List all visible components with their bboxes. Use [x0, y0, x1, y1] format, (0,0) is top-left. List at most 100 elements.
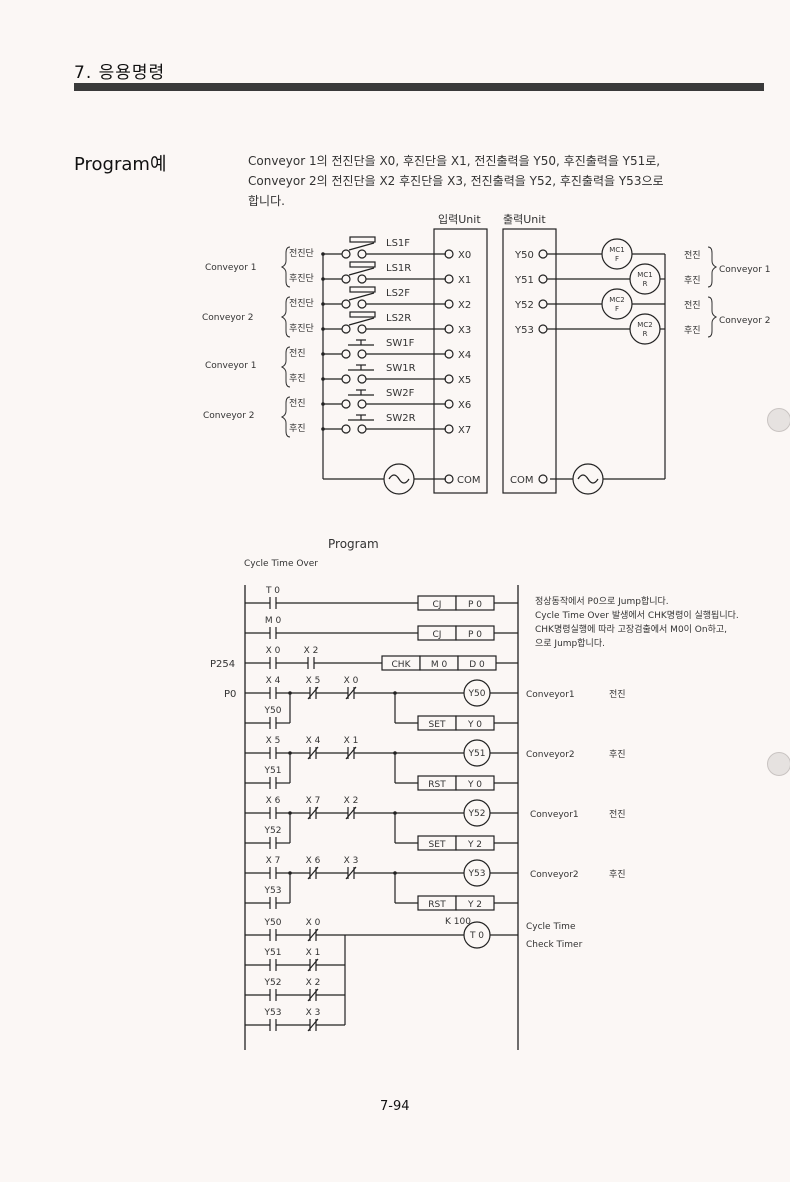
switch-contact — [357, 399, 367, 409]
contactor-coil — [629, 313, 661, 345]
contact-label: X 4 — [266, 676, 281, 686]
set-reset-instruction: SET — [429, 840, 446, 850]
contact-slash — [307, 928, 319, 942]
ladder-note-4: 으로 Jump합니다. — [535, 638, 605, 649]
junction-dot — [393, 751, 397, 755]
no-contact: X 7 — [266, 856, 281, 879]
contact-label: X 0 — [306, 918, 321, 928]
contact-label: X 0 — [266, 646, 281, 656]
contact-label: T 0 — [265, 586, 280, 596]
no-contact: Y52 — [264, 978, 281, 1001]
switch-contact — [357, 349, 367, 359]
contact-label: X 1 — [344, 736, 359, 746]
switch-contact — [357, 249, 367, 259]
output-com-label: COM — [510, 475, 533, 486]
contact-label: Y51 — [264, 766, 282, 776]
input-terminal-label: X2 — [458, 300, 471, 311]
output-terminal — [538, 324, 548, 334]
junction-dot — [393, 691, 397, 695]
nc-contact: X 6 — [306, 856, 321, 880]
contact-label: Y53 — [264, 886, 282, 896]
coil-note-1-action: 전진 — [609, 689, 626, 700]
input-terminal — [444, 274, 454, 284]
set-reset-operand: Y 0 — [467, 780, 482, 790]
coil-note-4-action: 후진 — [609, 869, 626, 880]
coil-name: MC2 — [609, 296, 624, 304]
switch-contact — [341, 324, 351, 334]
output-terminal-label: Y51 — [514, 275, 534, 286]
contact-slash — [307, 988, 319, 1002]
switch-device-label: SW1R — [386, 363, 416, 374]
coil-note-3-action: 전진 — [609, 809, 626, 820]
input-com-label: COM — [457, 475, 480, 486]
input-terminal-label: X1 — [458, 275, 471, 286]
set-reset-instruction: RST — [428, 900, 446, 910]
junction-dot — [321, 327, 325, 331]
input-unit-label: 입력Unit — [438, 213, 481, 226]
output-terminal — [538, 249, 548, 259]
group-label-2: Conveyor 2 — [202, 313, 253, 323]
switch-contact — [341, 399, 351, 409]
junction-dot — [321, 377, 325, 381]
switch-contact — [341, 349, 351, 359]
nc-contact: X 0 — [306, 918, 321, 942]
ladder-note-3: CHK명령실행에 따라 고장검출에서 M0이 On하고, — [535, 623, 727, 635]
switch-blade — [348, 292, 375, 301]
contact-label: M 0 — [265, 616, 282, 626]
input-unit-box — [433, 228, 488, 494]
ac-source-output — [572, 463, 604, 495]
ladder-subtitle: Cycle Time Over — [244, 559, 318, 569]
coil-name: MC2 — [637, 321, 652, 329]
output-coil: Y50 — [463, 679, 491, 707]
contact-slash — [345, 806, 357, 820]
contact-label: X 7 — [266, 856, 281, 866]
input-row-label: 전진 — [289, 398, 306, 409]
description-line-2: Conveyor 2의 전진단을 X2 후진단을 X3, 전진출력을 Y52, … — [248, 174, 664, 188]
input-terminal — [444, 424, 454, 434]
contact-label: X 3 — [344, 856, 359, 866]
switch-device-label: LS1F — [386, 238, 410, 249]
output-group-label-1: Conveyor 1 — [719, 265, 770, 275]
no-contact: Y50 — [264, 706, 282, 729]
coil-note-4-name: Conveyor2 — [530, 870, 579, 880]
input-row-label: 후진단 — [289, 323, 314, 334]
chk-instruction: CHK — [392, 660, 412, 670]
contact-label: X 7 — [306, 796, 321, 806]
input-terminal — [444, 324, 454, 334]
junction-dot — [321, 302, 325, 306]
output-group-label-2: Conveyor 2 — [719, 316, 770, 326]
no-contact: Y51 — [264, 948, 282, 971]
binder-hole-2 — [767, 752, 790, 776]
contact-label: Y51 — [264, 948, 282, 958]
coil-label: Y53 — [468, 869, 486, 879]
junction-dot — [393, 871, 397, 875]
input-row-label: 전진단 — [289, 248, 314, 259]
contact-label: X 5 — [306, 676, 321, 686]
input-terminal — [444, 249, 454, 259]
contact-label: X 6 — [266, 796, 281, 806]
coil-label: Y51 — [468, 749, 486, 759]
input-terminal-label: X3 — [458, 325, 471, 336]
timer-constant: K 100 — [445, 917, 471, 927]
nc-contact: X 0 — [344, 676, 359, 700]
no-contact: T 0 — [265, 586, 280, 609]
set-reset-operand: Y 0 — [467, 720, 482, 730]
switch-contact — [357, 274, 367, 284]
output-terminal — [538, 274, 548, 284]
coil-label: Y50 — [468, 689, 486, 699]
contactor-coil — [601, 288, 633, 320]
contactor-coil — [629, 263, 661, 295]
section-title: 7. 응용명령 — [74, 63, 166, 83]
input-row-label: 전진 — [289, 348, 306, 359]
switch-device-label: LS2F — [386, 288, 410, 299]
junction-dot — [321, 252, 325, 256]
switch-blade — [348, 317, 375, 326]
switch-contact — [357, 324, 367, 334]
